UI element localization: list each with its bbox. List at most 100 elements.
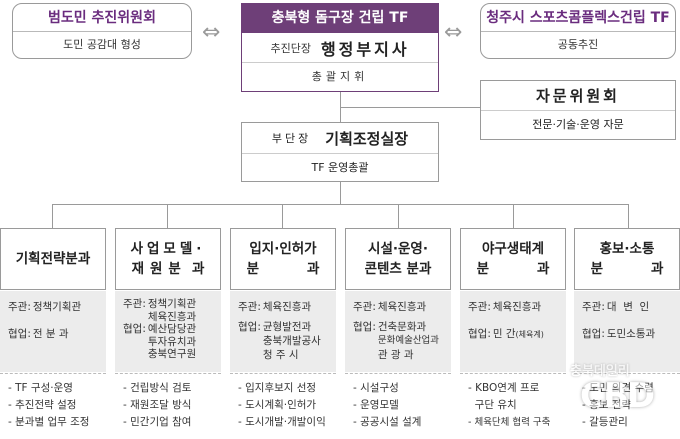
watermark-logo-icon: CBD <box>580 376 655 416</box>
subcommittee-info: 주관:정책기획관 협업:전 분 과 <box>0 291 106 372</box>
coop-dept: 충북개발공사 <box>262 335 321 347</box>
task-item: - 재원조달 방식 <box>123 399 192 411</box>
watermark: 충북데일리 CBD <box>560 360 675 420</box>
subcommittee-info: 주관:체육진흥과 협업:민 간(체육계) <box>460 291 566 372</box>
subcommittee-name-line1: 홍보·소통 <box>599 241 655 257</box>
coop-label: 협업: <box>8 328 31 340</box>
deputy-role: TF 운영총괄 <box>311 161 369 174</box>
advisory-box: 자문위원회 전문·기술·운영 자문 <box>480 80 676 140</box>
subcommittee-name-line2a: 콘텐츠 분과 <box>364 261 432 277</box>
cheongju-tf-sub: 공동추진 <box>557 38 599 51</box>
subcommittee-name-line2b: 과 <box>536 261 550 277</box>
coop-label: 협업: <box>123 323 146 335</box>
lead-label: 주관: <box>238 301 261 313</box>
provincial-committee-sub: 도민 공감대 형성 <box>63 38 141 51</box>
provincial-committee-title: 범도민 추진위원회 <box>13 4 191 32</box>
task-item: - 시설구성 <box>353 382 399 394</box>
subcommittee-name-line1: 야구생태계 <box>481 241 545 257</box>
coop-label: 협업: <box>353 321 376 333</box>
subcommittee-tasks: - 시설구성 - 운영모델 - 공공시설 설계 <box>345 373 451 435</box>
task-item: - TF 구성·운영 <box>8 382 73 394</box>
lead-label: 주관: <box>468 301 491 313</box>
task-item: - 도시계획·인허가 <box>238 399 317 411</box>
subcommittee-info: 주관:대 변 인 협업:도민소통과 <box>574 291 680 372</box>
connector-drop <box>167 204 168 228</box>
subcommittee-name-line1: 사업모델· <box>130 241 206 257</box>
coop-dept: 충북연구원 <box>147 348 197 360</box>
tf-title: 충북형 돔구장 건립 TF <box>242 4 438 33</box>
advisory-sub: 전문·기술·운영 자문 <box>532 118 624 131</box>
coop-dept: 문화예술산업과 <box>377 335 440 346</box>
subcommittee-name-line2a: 재원분 <box>131 261 187 277</box>
subcommittee-name-line2b: 과 <box>650 261 664 277</box>
task-item: - KBO연계 프로 <box>468 382 540 394</box>
coop-dept: 민 간 <box>492 328 516 340</box>
coop-dept: 투자유치과 <box>147 335 197 348</box>
coop-dept: 체육진흥과 <box>147 310 197 323</box>
lead-dept: 체육진흥과 <box>262 301 312 313</box>
subcommittee-pr-communication: 홍보·소통 분 과 <box>574 228 680 290</box>
lead-dept: 정책기획관 <box>32 301 82 313</box>
deputy-label: 부단장 <box>271 132 312 145</box>
right-double-arrow-icon: ⇔ <box>444 20 463 45</box>
tf-leader-name: 행정부지사 <box>320 39 410 59</box>
task-item: - 도시개발·개발이익 <box>238 416 326 428</box>
subcommittee-tasks: - TF 구성·운영 - 추진전략 설정 - 분과별 업무 조정 <box>0 373 106 435</box>
provincial-committee-box: 범도민 추진위원회 도민 공감대 형성 <box>12 3 192 59</box>
coop-dept: 관 광 과 <box>377 349 414 361</box>
lead-dept: 체육진흥과 <box>377 301 427 313</box>
task-item: - 분과별 업무 조정 <box>8 416 90 428</box>
coop-label: 협업: <box>468 328 491 340</box>
deputy-box: 부단장 기획조정실장 TF 운영총괄 <box>241 122 439 182</box>
connector-drop <box>398 204 399 228</box>
subcommittee-name-line2a: 분 <box>590 261 604 277</box>
subcommittee-planning: 기획전략분과 <box>0 228 106 290</box>
task-item: - 도민 의견 수렴 <box>582 382 654 394</box>
subcommittee-tasks: - KBO연계 프로 구단 유치 - 체육단체 협력 구축 <box>460 373 566 435</box>
subcommittee-name-line1: 시설·운영· <box>368 241 428 257</box>
task-item: - 갈등관리 <box>582 416 628 428</box>
coop-dept: 건축문화과 <box>377 321 427 333</box>
coop-note: (체육계) <box>515 330 544 339</box>
subcommittee-tasks: - 도민 의견 수렴 - 홍보 전략 - 갈등관리 <box>574 373 680 435</box>
tf-box: 충북형 돔구장 건립 TF 추진단장 행정부지사 총괄지휘 <box>241 3 439 92</box>
cheongju-tf-title: 청주시 스포츠콤플렉스건립 TF <box>481 4 675 32</box>
coop-dept: 청 주 시 <box>262 349 299 361</box>
advisory-title: 자문위원회 <box>481 81 675 111</box>
coop-dept: 전 분 과 <box>32 328 69 340</box>
task-item: - 운영모델 <box>353 399 399 411</box>
task-item: - 건립방식 검토 <box>123 382 192 394</box>
cheongju-tf-box: 청주시 스포츠콤플렉스건립 TF 공동추진 <box>480 3 676 59</box>
coop-label: 협업: <box>582 328 605 340</box>
tf-leader-label: 추진단장 <box>270 41 311 55</box>
coop-dept: 도민소통과 <box>606 328 656 340</box>
deputy-name: 기획조정실장 <box>325 129 409 148</box>
task-item: - 입지후보지 선정 <box>238 382 317 394</box>
task-item: 구단 유치 <box>468 399 517 411</box>
connector-deputy-down <box>340 182 341 204</box>
subcommittee-name: 기획전략분과 <box>15 251 91 267</box>
subcommittee-tasks: - 입지후보지 선정 - 도시계획·인허가 - 도시개발·개발이익 <box>230 373 336 435</box>
coop-dept: 예산담당관 <box>147 323 197 335</box>
connector-drop <box>513 204 514 228</box>
lead-dept: 체육진흥과 <box>492 301 542 313</box>
connector-drop <box>52 204 53 228</box>
task-item: - 추진전략 설정 <box>8 399 77 411</box>
lead-label: 주관: <box>123 298 146 310</box>
lead-dept: 정책기획관 <box>147 298 197 310</box>
subcommittee-facility-content: 시설·운영· 콘텐츠 분과 <box>345 228 451 290</box>
connector-drop <box>282 204 283 228</box>
watermark-brand: 충북데일리 <box>570 364 630 379</box>
tf-leader-role: 총괄지휘 <box>311 70 369 83</box>
subcommittee-name-line1: 입지·인허가 <box>249 241 317 257</box>
subcommittee-tasks: - 건립방식 검토 - 재원조달 방식 - 민간기업 참여 <box>115 373 221 435</box>
lead-dept: 대 변 인 <box>606 301 650 313</box>
lead-label: 주관: <box>8 301 31 313</box>
left-double-arrow-icon: ⇔ <box>202 20 221 45</box>
subcommittee-name-line2b: 과 <box>191 261 205 277</box>
